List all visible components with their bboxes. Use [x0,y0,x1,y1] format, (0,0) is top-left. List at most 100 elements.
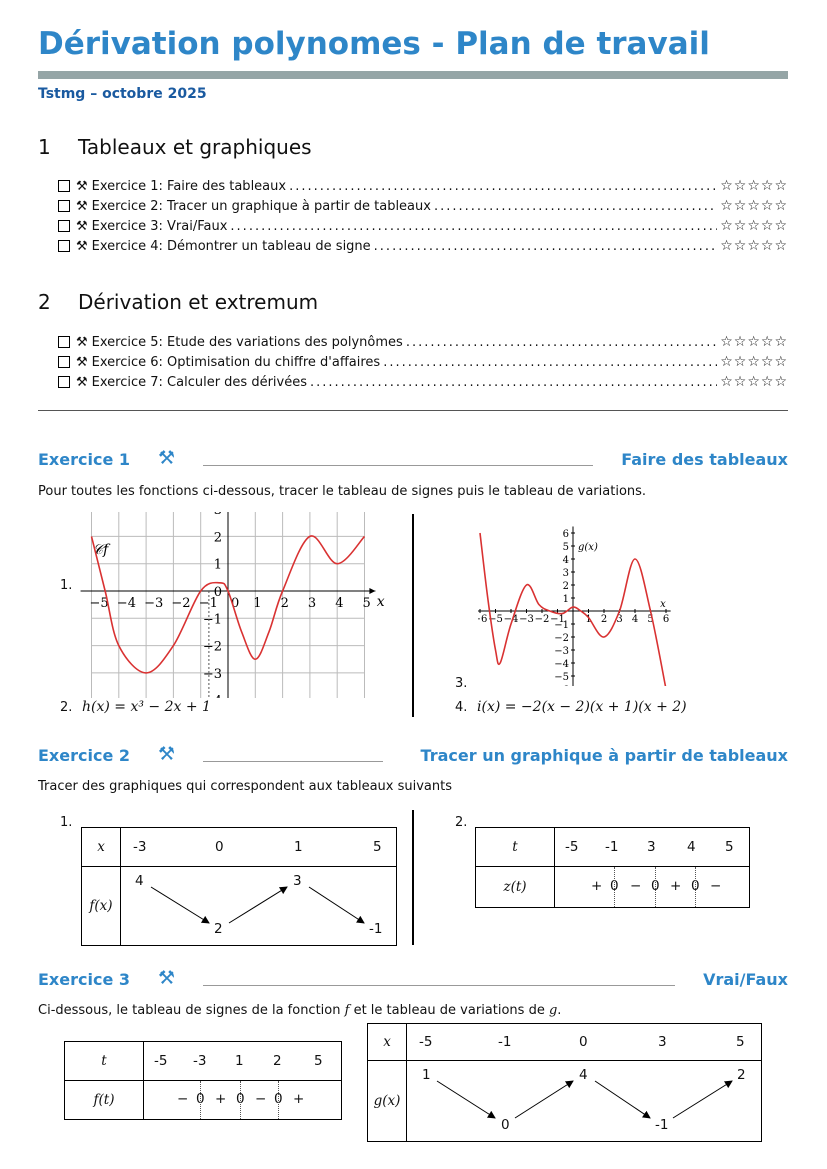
rating-stars-icon[interactable]: ☆☆☆☆☆ [720,218,788,234]
item-number: 4. [455,700,468,715]
item-number: 1. [60,578,73,593]
intro-fn-g: g [548,1003,558,1018]
checkbox[interactable] [58,220,70,232]
dot-leader: ........................................… [230,218,717,234]
variation-value: -1 [369,921,383,937]
rating-stars-icon[interactable]: ☆☆☆☆☆ [720,334,788,350]
rating-stars-icon[interactable]: ☆☆☆☆☆ [720,198,788,214]
y-tick-label: −1 [203,612,222,627]
task-exercice-3[interactable]: ⚒Exercice 3: Vrai/Faux..................… [58,216,788,236]
sign: − [710,878,722,894]
checkbox[interactable] [58,200,70,212]
task-exercice-4[interactable]: ⚒Exercice 4: Démontrer un tableau de sig… [58,236,788,256]
x-tick-label: 3 [616,614,622,625]
task-label: Exercice 6: Optimisation du chiffre d'af… [91,354,381,370]
zero-dotted-line [278,1081,279,1119]
x-tick-label: 0 [231,596,239,611]
y-tick-label: −2 [554,633,569,644]
task-label: Exercice 3: Vrai/Faux [91,218,228,234]
intro-text: Ci-dessous, le tableau de signes de la f… [38,1003,345,1018]
tools-icon: ⚒ [76,198,88,214]
y-tick-label: 3 [214,512,222,518]
column-separator [412,514,414,717]
tools-icon: ⚒ [158,967,176,989]
sign-table-f: t -5 -3 1 2 5 f(t) − 0 + 0 − 0 + [64,1041,342,1120]
graph-1: −5−4−3−2−1012345321−1−2−3−4−50xy𝒞f [80,512,385,698]
dot-leader: ........................................… [383,354,717,370]
y-tick-label: −3 [554,646,569,657]
x-tick-label: 5 [647,614,653,625]
y-tick-label: 5 [563,542,569,553]
task-label: Exercice 4: Démontrer un tableau de sign… [91,238,371,254]
zero-dotted-line [695,867,696,907]
y-tick-label: −4 [554,659,569,670]
task-exercice-1[interactable]: ⚒Exercice 1: Faire des tableaux.........… [58,176,788,196]
tools-icon: ⚒ [76,374,88,390]
y-tick-label: −1 [554,620,569,631]
checkbox[interactable] [58,180,70,192]
y-tick-label: −2 [203,640,222,655]
task-label: Exercice 1: Faire des tableaux [91,178,287,194]
rating-stars-icon[interactable]: ☆☆☆☆☆ [720,178,788,194]
task-exercice-7[interactable]: ⚒Exercice 7: Calculer des dérivées......… [58,372,788,392]
x-tick-label: −1 [550,614,565,625]
tools-icon: ⚒ [158,447,176,469]
table-var-header: t [475,827,555,867]
x-value: 5 [736,1034,745,1050]
rating-stars-icon[interactable]: ☆☆☆☆☆ [720,354,788,370]
x-tick-label: 6 [663,614,669,625]
checkbox[interactable] [58,356,70,368]
exercise-2-label: Exercice 2 [38,746,130,765]
x-value: 2 [273,1053,282,1069]
task-exercice-6[interactable]: ⚒Exercice 6: Optimisation du chiffre d'a… [58,352,788,372]
x-tick-label: −5 [90,596,109,611]
zero-dotted-line [240,1081,241,1119]
table-x-row: -5 -1 3 4 5 [554,827,750,867]
curve-label: 𝒞f [93,542,111,558]
task-exercice-2[interactable]: ⚒Exercice 2: Tracer un graphique à parti… [58,196,788,216]
exercise-1-topic: Faire des tableaux [621,450,788,469]
variation-value: 4 [135,873,144,889]
exercise-1-label: Exercice 1 [38,450,130,469]
curve-g [479,532,667,686]
table-var-header: x [367,1023,407,1061]
section-1-task-list: ⚒Exercice 1: Faire des tableaux.........… [58,176,788,256]
x-tick-label: 1 [585,614,591,625]
checkbox[interactable] [58,376,70,388]
checkbox[interactable] [58,240,70,252]
rating-stars-icon[interactable]: ☆☆☆☆☆ [720,238,788,254]
section-divider [38,410,788,411]
checkbox[interactable] [58,336,70,348]
table-fn-header: g(x) [367,1060,407,1142]
dot-leader: ........................................… [433,198,718,214]
task-exercice-5[interactable]: ⚒Exercice 5: Etude des variations des po… [58,332,788,352]
dot-leader: ........................................… [405,334,718,350]
x-tick-label: −1 [199,596,218,611]
table-fn-header: f(t) [64,1080,144,1120]
sign: − [255,1091,267,1107]
x-axis-label: x [660,599,666,610]
variation-value: 4 [579,1067,588,1083]
table-fn-header: z(t) [475,866,555,908]
tools-icon: ⚒ [158,743,176,765]
exercise-2-rule [203,761,383,762]
x-value: -5 [154,1053,168,1069]
graph-title: g(x) [578,542,598,553]
x-value: 0 [579,1034,588,1050]
rating-stars-icon[interactable]: ☆☆☆☆☆ [720,374,788,390]
y-tick-label: 1 [563,594,569,605]
table-x-row: -3 0 1 5 [120,827,397,867]
table-var-header: t [64,1041,144,1081]
y-tick-label: 2 [563,581,569,592]
x-tick-label: 4 [632,614,638,625]
table-sign-row: − 0 + 0 − 0 + [143,1080,342,1120]
column-separator [412,810,414,945]
tools-icon: ⚒ [76,354,88,370]
page-title: Dérivation polynomes - Plan de travail [38,26,710,62]
sign: − [177,1091,189,1107]
x-value: -3 [193,1053,207,1069]
x-axis-label: x [377,594,385,610]
x-axis-arrow [369,588,376,594]
table-variation-row: 1 0 4 -1 2 [406,1060,762,1142]
